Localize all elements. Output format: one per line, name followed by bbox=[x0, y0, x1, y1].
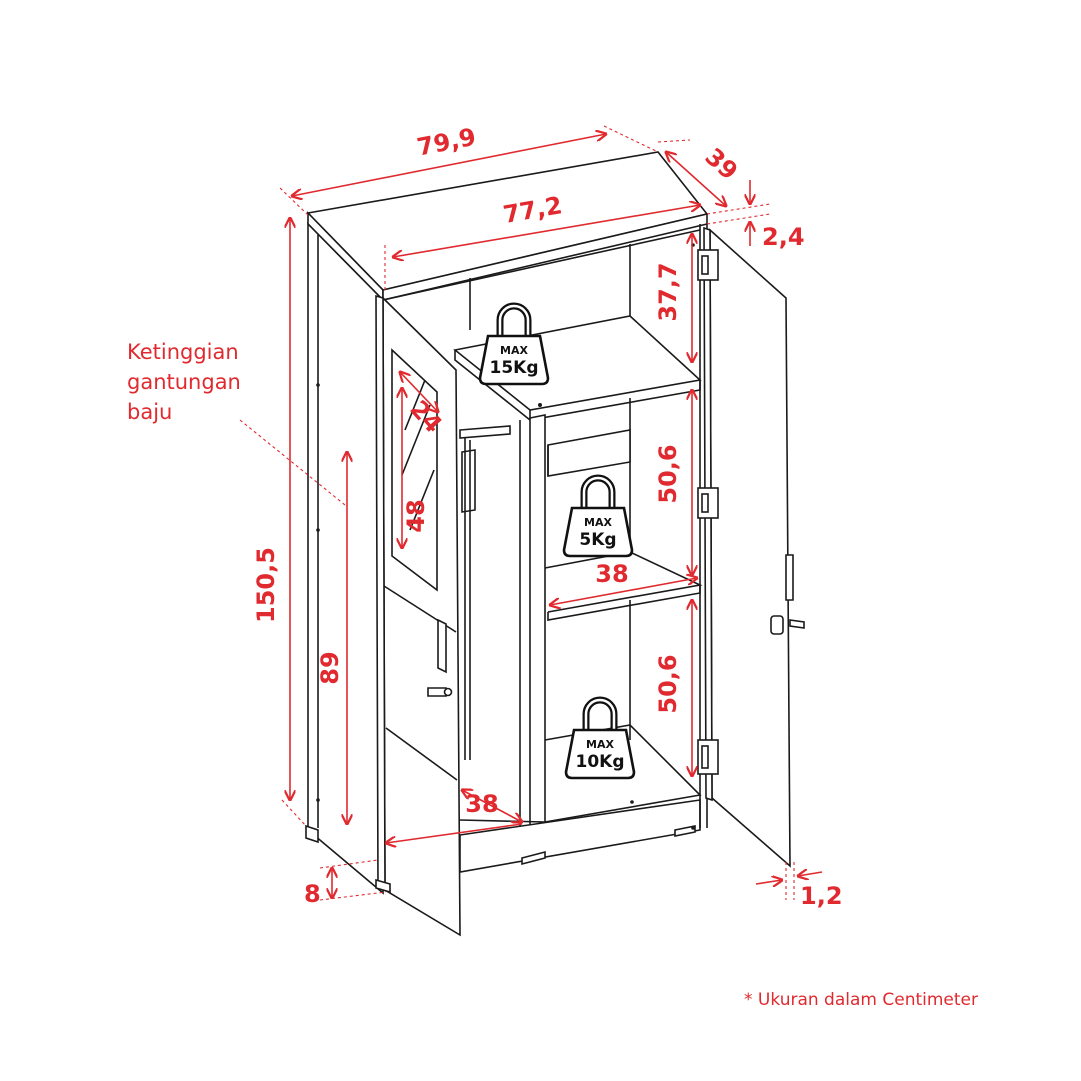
hanging-height-note-line3: baju bbox=[127, 400, 172, 424]
hinge-icon bbox=[697, 739, 719, 775]
hanging-height-note-line2: gantungan bbox=[127, 370, 241, 394]
hanging-height-note-line1: Ketinggian bbox=[127, 340, 239, 364]
weight-value: 5Kg bbox=[579, 530, 616, 550]
weight-max-label: MAX bbox=[586, 738, 614, 751]
lock-icon bbox=[770, 615, 784, 635]
weight-max-label: MAX bbox=[584, 516, 612, 529]
top-compartment-height-label: 37,7 bbox=[654, 262, 682, 321]
weight-value: 15Kg bbox=[490, 358, 539, 378]
unit-footnote: * Ukuran dalam Centimeter bbox=[744, 990, 978, 1010]
lock-icon bbox=[427, 687, 447, 697]
door-thickness-label: 1,2 bbox=[800, 882, 843, 910]
weight-max-label: MAX bbox=[500, 344, 528, 357]
wardrobe bbox=[305, 151, 805, 937]
total-height-label: 150,5 bbox=[252, 547, 280, 623]
top-thickness-label: 2,4 bbox=[762, 223, 805, 251]
bottom-compartment-height-label: 50,6 bbox=[654, 654, 682, 713]
dimension-lines bbox=[239, 125, 823, 901]
weight-icon-bottom: MAX 10Kg bbox=[566, 700, 634, 778]
weight-value: 10Kg bbox=[576, 752, 625, 772]
shelf-depth-label: 38 bbox=[595, 560, 628, 588]
depth-label: 39 bbox=[700, 142, 744, 185]
hinge-icon bbox=[697, 487, 719, 519]
mirror-icon bbox=[391, 348, 438, 592]
door-handle-icon bbox=[785, 554, 794, 601]
total-width-label: 79,9 bbox=[415, 123, 478, 162]
hinge-icon bbox=[697, 249, 719, 281]
mirror-height-label: 48 bbox=[402, 499, 430, 532]
weight-icon-top: MAX 15Kg bbox=[480, 306, 548, 384]
base-height-label: 8 bbox=[304, 880, 321, 908]
weight-icon-middle: MAX 5Kg bbox=[564, 478, 632, 556]
door-handle-icon bbox=[437, 618, 447, 674]
hanging-height-label: 89 bbox=[316, 651, 344, 684]
hanging-depth-label: 38 bbox=[465, 790, 498, 818]
middle-compartment-height-label: 50,6 bbox=[654, 444, 682, 503]
